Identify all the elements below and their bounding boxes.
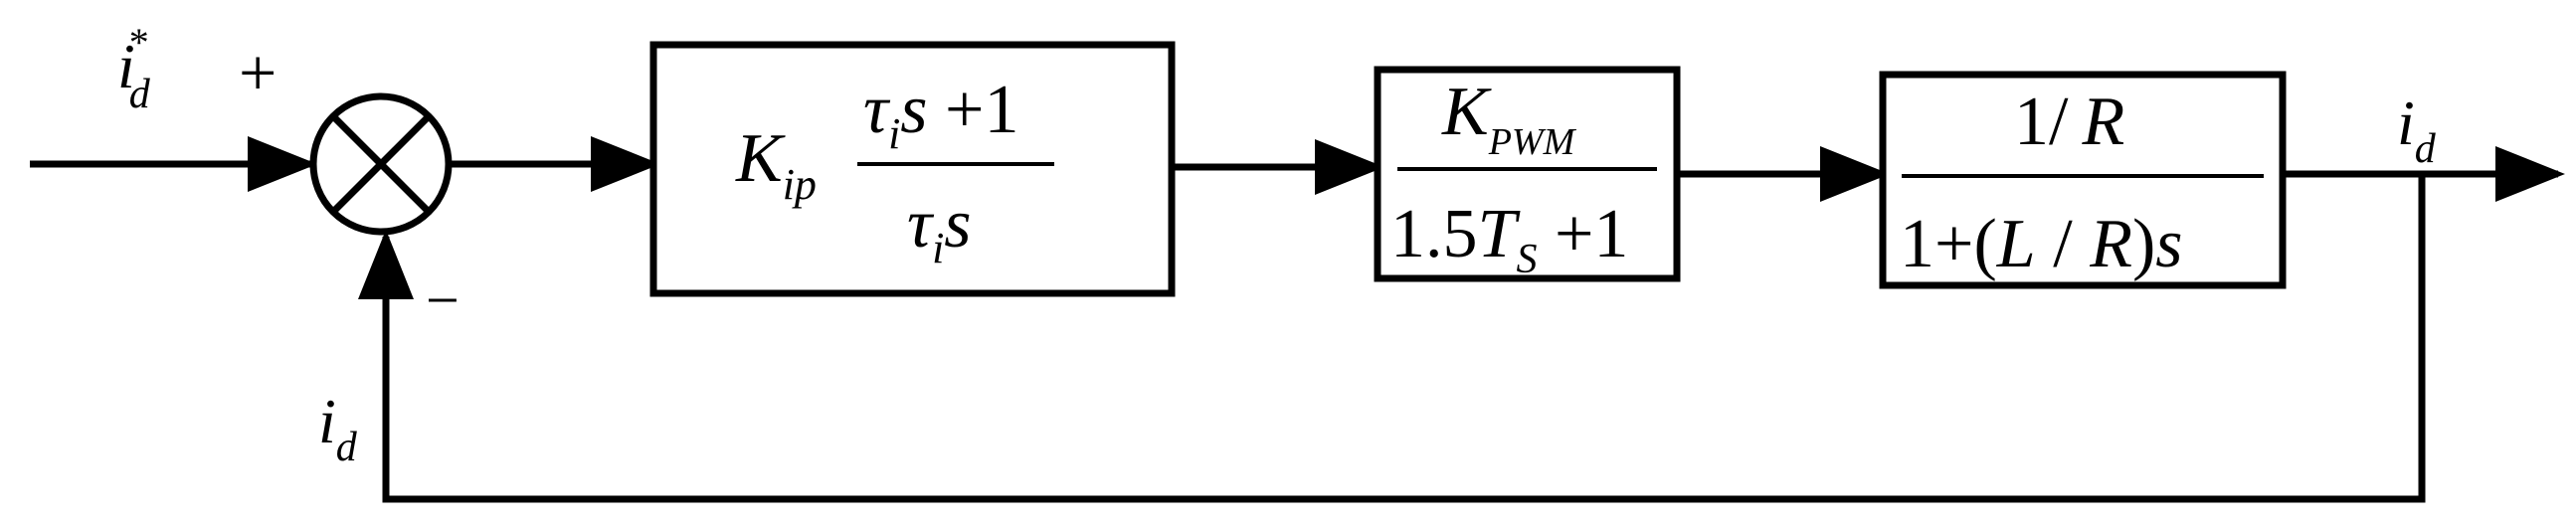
plant-block: 1/R 1+(L / R)s: [1879, 71, 2287, 289]
pi-gain: Kip: [735, 120, 817, 209]
pwm-denominator: 1.5TS +1: [1390, 196, 1628, 282]
plus-sign: +: [239, 35, 276, 110]
input-signal-label: i*d: [117, 20, 151, 117]
output-signal-label: id: [2397, 88, 2437, 172]
pwm-numerator: KPWM: [1441, 74, 1577, 163]
feedback-path: [358, 174, 2426, 503]
plant-denominator: 1+(L / R)s: [1900, 206, 2183, 282]
minus-sign: −: [426, 267, 460, 333]
pi-denominator: τis: [907, 186, 972, 272]
summing-junction: [309, 92, 453, 236]
pi-numerator: τis +1: [863, 72, 1019, 158]
pwm-block: KPWM 1.5TS +1: [1374, 66, 1681, 282]
feedback-signal-label: id: [318, 386, 358, 470]
pi-controller-block: Kip τis +1 τis: [649, 41, 1176, 297]
plant-numerator: 1/R: [2014, 84, 2124, 160]
